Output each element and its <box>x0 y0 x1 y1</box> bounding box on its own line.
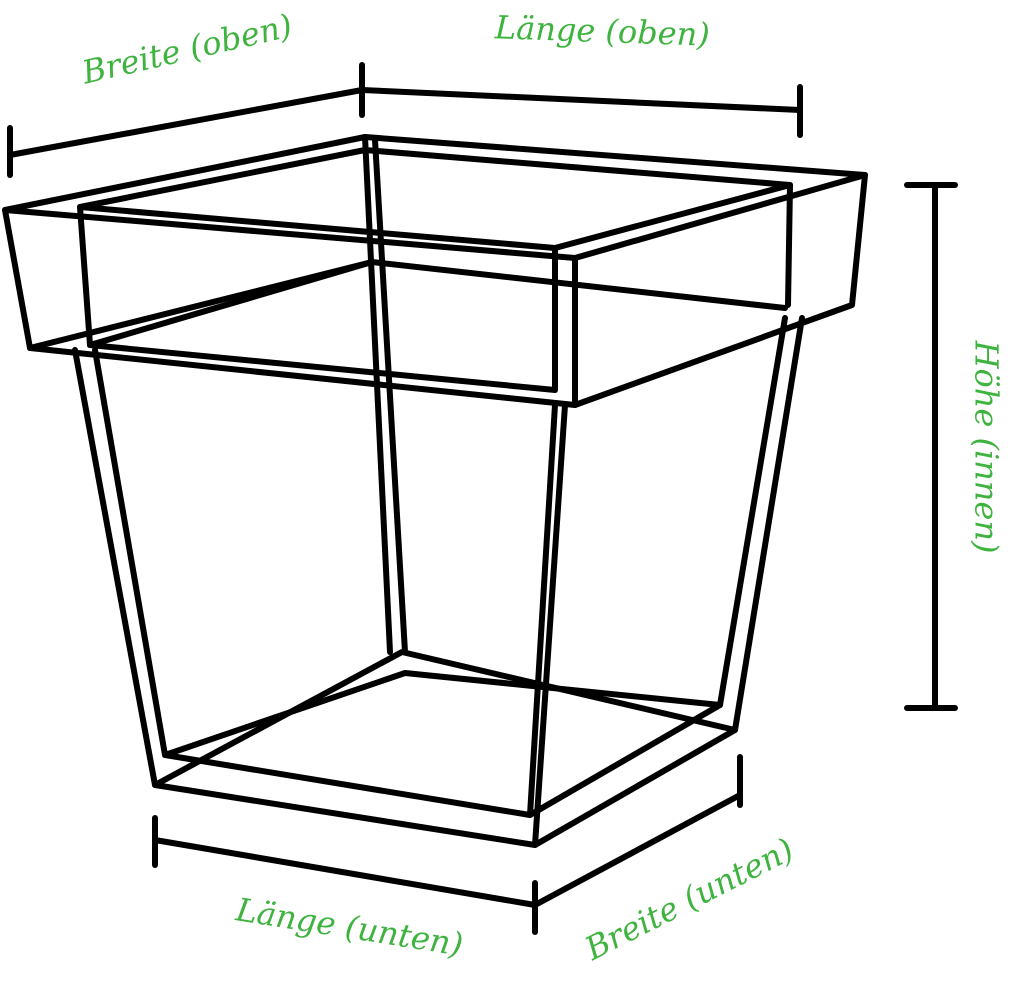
rim-inner <box>27 147 793 393</box>
dimension-top <box>7 62 803 178</box>
dimension-bottom <box>152 754 743 935</box>
base <box>152 649 738 848</box>
dimension-height <box>904 182 958 711</box>
label-height-inner: Höhe (innen) <box>967 340 1006 554</box>
label-length-top: Länge (oben) <box>494 8 711 54</box>
body <box>72 134 805 848</box>
